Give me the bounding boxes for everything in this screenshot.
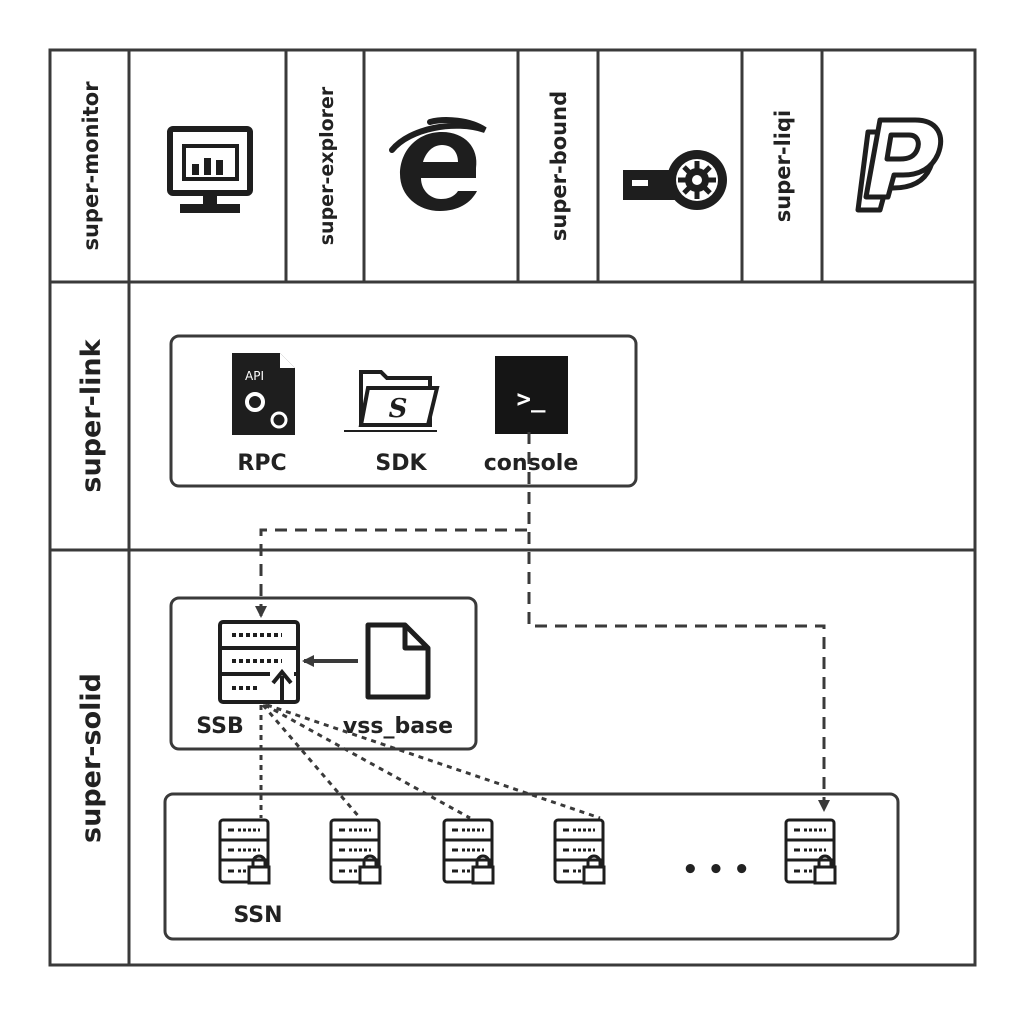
ssn-server-icon-3	[442, 818, 495, 885]
console-prompt: >_	[517, 385, 546, 413]
file-icon	[365, 622, 431, 700]
ssn-server-icon-5	[784, 818, 837, 885]
server-upload-icon	[218, 620, 300, 704]
ssn-label: SSN	[233, 903, 282, 928]
link-box	[169, 334, 638, 488]
super-bound-label: super-bound	[547, 91, 571, 241]
ssn-server-icon-1	[218, 818, 271, 885]
projector-icon	[623, 150, 727, 210]
api-badge: API	[245, 369, 264, 383]
ssn-server-icon-4	[553, 818, 606, 885]
console-to-ssn-connector	[527, 432, 830, 812]
internet-explorer-icon	[389, 117, 487, 211]
sdk-glyph: S	[389, 394, 408, 424]
rpc-label: RPC	[237, 451, 286, 476]
monitor-icon	[167, 126, 253, 213]
sdk-folder-icon: S	[344, 370, 440, 432]
super-solid-label: super-solid	[76, 673, 107, 843]
paypal-icon	[855, 117, 944, 213]
ssn-box	[163, 792, 900, 941]
ssb-box	[169, 596, 478, 751]
ssn-server-icon-2	[329, 818, 382, 885]
sdk-label: SDK	[375, 451, 427, 476]
api-icon: API	[232, 353, 295, 435]
ssb-to-ssn-links	[259, 703, 601, 820]
super-monitor-label: super-monitor	[79, 81, 103, 251]
ssb-label: SSB	[196, 714, 243, 739]
outer-frame	[48, 48, 977, 967]
super-liqi-label: super-liqi	[771, 110, 795, 222]
console-label: console	[484, 451, 579, 476]
console-icon: >_	[495, 356, 568, 434]
super-explorer-label: super-explorer	[316, 86, 338, 245]
ellipsis: • • •	[682, 855, 750, 885]
super-link-label: super-link	[76, 338, 107, 492]
vss-base-label: vss_base	[343, 714, 453, 739]
